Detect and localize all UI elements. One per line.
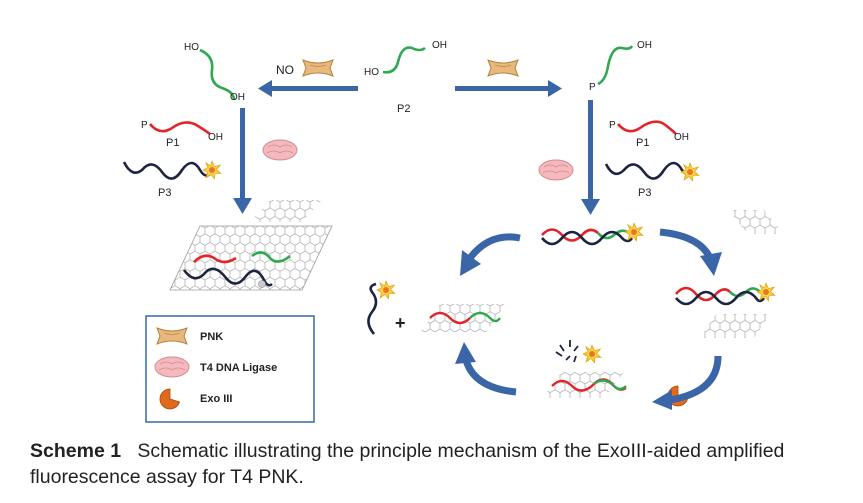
caption-label: Scheme 1 — [30, 440, 122, 462]
figure-caption: Scheme 1 Schematic illustrating the prin… — [30, 438, 850, 490]
pnk-icon-no — [302, 59, 334, 77]
fluorophore-icon-released — [376, 280, 396, 300]
p1-label-left: P1 — [166, 137, 179, 149]
released-fluorophore-bottom — [555, 340, 602, 364]
p3-strand-right: P3 — [604, 161, 700, 199]
fluorophore-icon-bottom — [582, 344, 602, 364]
arrow-right-with-pnk — [455, 59, 562, 97]
ligase-icon-left — [262, 139, 298, 161]
cycle-arrow-top-right — [659, 228, 722, 276]
graphene-sheet-right — [700, 314, 770, 338]
graphene-adsorbed-left — [420, 304, 506, 332]
graphene-sheet-small-right — [728, 210, 784, 234]
legend-ligase-label: T4 DNA Ligase — [200, 362, 277, 374]
ligase-icon-legend — [154, 356, 190, 378]
p2-unphosphorylated: HO OH — [184, 42, 245, 103]
ho-label-left: HO — [184, 42, 199, 53]
released-p3 — [367, 280, 396, 335]
cycle-arrow-bottom-left — [455, 342, 517, 396]
p2-phosphorylated: P OH — [589, 40, 652, 93]
oh-label-p1-left: OH — [208, 132, 223, 143]
cycle-arrow-bottom-right — [652, 355, 722, 410]
caption-text: Schematic illustrating the principle mec… — [30, 440, 785, 488]
plus-sign: + — [395, 313, 406, 333]
oh-label-left: OH — [230, 92, 245, 103]
legend-box: PNK T4 DNA Ligase Exo III — [145, 315, 315, 423]
duplex-right — [675, 282, 776, 306]
graphene-adsorbed-bottom — [542, 372, 627, 398]
p-label-p1-right: P — [609, 120, 616, 131]
p1-strand-left: P OH P1 — [141, 120, 223, 149]
cycle-arrow-top-left — [460, 233, 521, 276]
ligase-icon-right — [538, 159, 574, 181]
scheme-diagram: HO OH P2 HO OH P OH NO P OH P1 — [122, 40, 784, 423]
legend-pnk-label: PNK — [200, 331, 223, 343]
p3-label-right: P3 — [638, 187, 651, 199]
oh-label-p2: OH — [432, 40, 447, 51]
p3-strand-left: P3 — [122, 160, 222, 199]
p1-label-right: P1 — [636, 137, 649, 149]
oh-label-p1-right: OH — [674, 132, 689, 143]
legend-exo-label: Exo III — [200, 393, 232, 405]
fluorophore-icon-duplex-top — [624, 222, 644, 242]
pnk-icon-arrow — [487, 59, 519, 77]
arrow-left-no-pnk: NO — [258, 59, 358, 97]
oh-label-right: OH — [637, 40, 652, 51]
graphene-sheet-small-left — [250, 200, 322, 222]
fluorophore-icon-duplex-right — [756, 282, 776, 302]
p2-label: P2 — [397, 103, 410, 115]
fluorophore-icon-right — [680, 162, 700, 182]
graphene-ligation-product-left — [169, 225, 333, 291]
p-label-right: P — [589, 82, 596, 93]
no-label: NO — [276, 63, 294, 77]
p2-strand-top: HO OH P2 — [364, 40, 447, 115]
p-label-p1-left: P — [141, 120, 148, 131]
p3-label-left: P3 — [158, 187, 171, 199]
ho-label-p2: HO — [364, 67, 379, 78]
arrow-down-left — [233, 108, 252, 214]
arrow-down-right — [581, 100, 600, 215]
p1-strand-right: P OH P1 — [609, 120, 689, 149]
duplex-top — [541, 222, 644, 246]
